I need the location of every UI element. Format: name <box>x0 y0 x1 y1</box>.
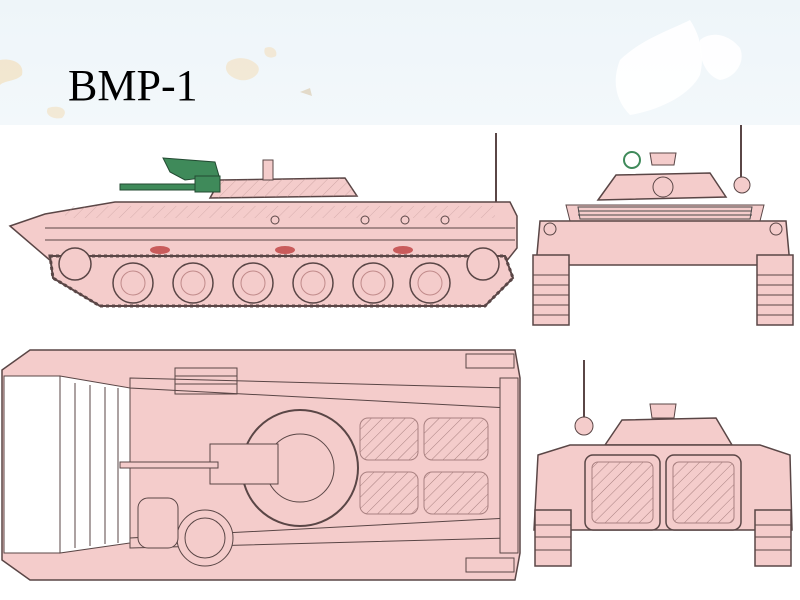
side-view <box>5 128 525 318</box>
bmp1-rear-profile-icon <box>533 360 793 567</box>
slide-title: BMP-1 <box>68 61 198 110</box>
map-background-band <box>0 0 800 125</box>
map-background-graphic <box>0 20 742 119</box>
top-view <box>0 348 522 583</box>
bmp1-top-plan-icon <box>1 349 521 581</box>
front-view <box>528 125 798 330</box>
bmp1-side-profile-icon <box>8 133 518 308</box>
bmp1-front-profile-icon <box>532 125 794 326</box>
rear-view <box>530 360 796 572</box>
